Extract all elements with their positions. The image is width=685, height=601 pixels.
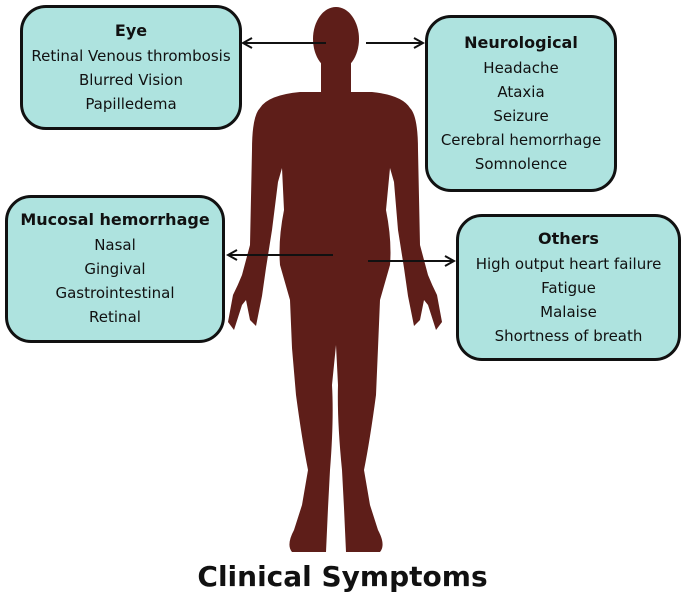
others-item: Shortness of breath xyxy=(494,326,643,345)
neurological-item: Headache xyxy=(483,58,559,77)
figure-caption: Clinical Symptoms xyxy=(197,560,488,593)
mucosal-item: Retinal xyxy=(89,308,141,326)
others-item: Malaise xyxy=(540,302,597,321)
neurological-item: Cerebral hemorrhage xyxy=(440,130,602,149)
neurological-item: Seizure xyxy=(493,106,549,125)
eye-box: Eye Retinal Venous thrombosis Blurred Vi… xyxy=(20,5,242,130)
arrows xyxy=(228,43,454,261)
mucosal-hemorrhage-box: Mucosal hemorrhage Nasal Gingival Gastro… xyxy=(5,195,225,343)
mucosal-item: Nasal xyxy=(94,236,136,254)
others-item: High output heart failure xyxy=(475,254,662,273)
eye-title: Eye xyxy=(114,20,148,40)
mucosal-item: Gastrointestinal xyxy=(55,284,175,302)
neurological-title: Neurological xyxy=(464,32,578,52)
others-box: Others High output heart failure Fatigue… xyxy=(456,214,681,361)
mucosal-title: Mucosal hemorrhage xyxy=(20,210,210,229)
human-silhouette xyxy=(228,7,442,552)
mucosal-item: Gingival xyxy=(84,260,146,278)
eye-item: Papilledema xyxy=(85,94,177,113)
neurological-box: Neurological Headache Ataxia Seizure Cer… xyxy=(425,15,617,192)
eye-item: Blurred Vision xyxy=(79,70,183,89)
neurological-item: Ataxia xyxy=(497,82,545,101)
neurological-item: Somnolence xyxy=(474,154,568,173)
others-item: Fatigue xyxy=(541,278,596,297)
eye-item: Retinal Venous thrombosis xyxy=(31,46,231,65)
others-title: Others xyxy=(538,228,599,248)
